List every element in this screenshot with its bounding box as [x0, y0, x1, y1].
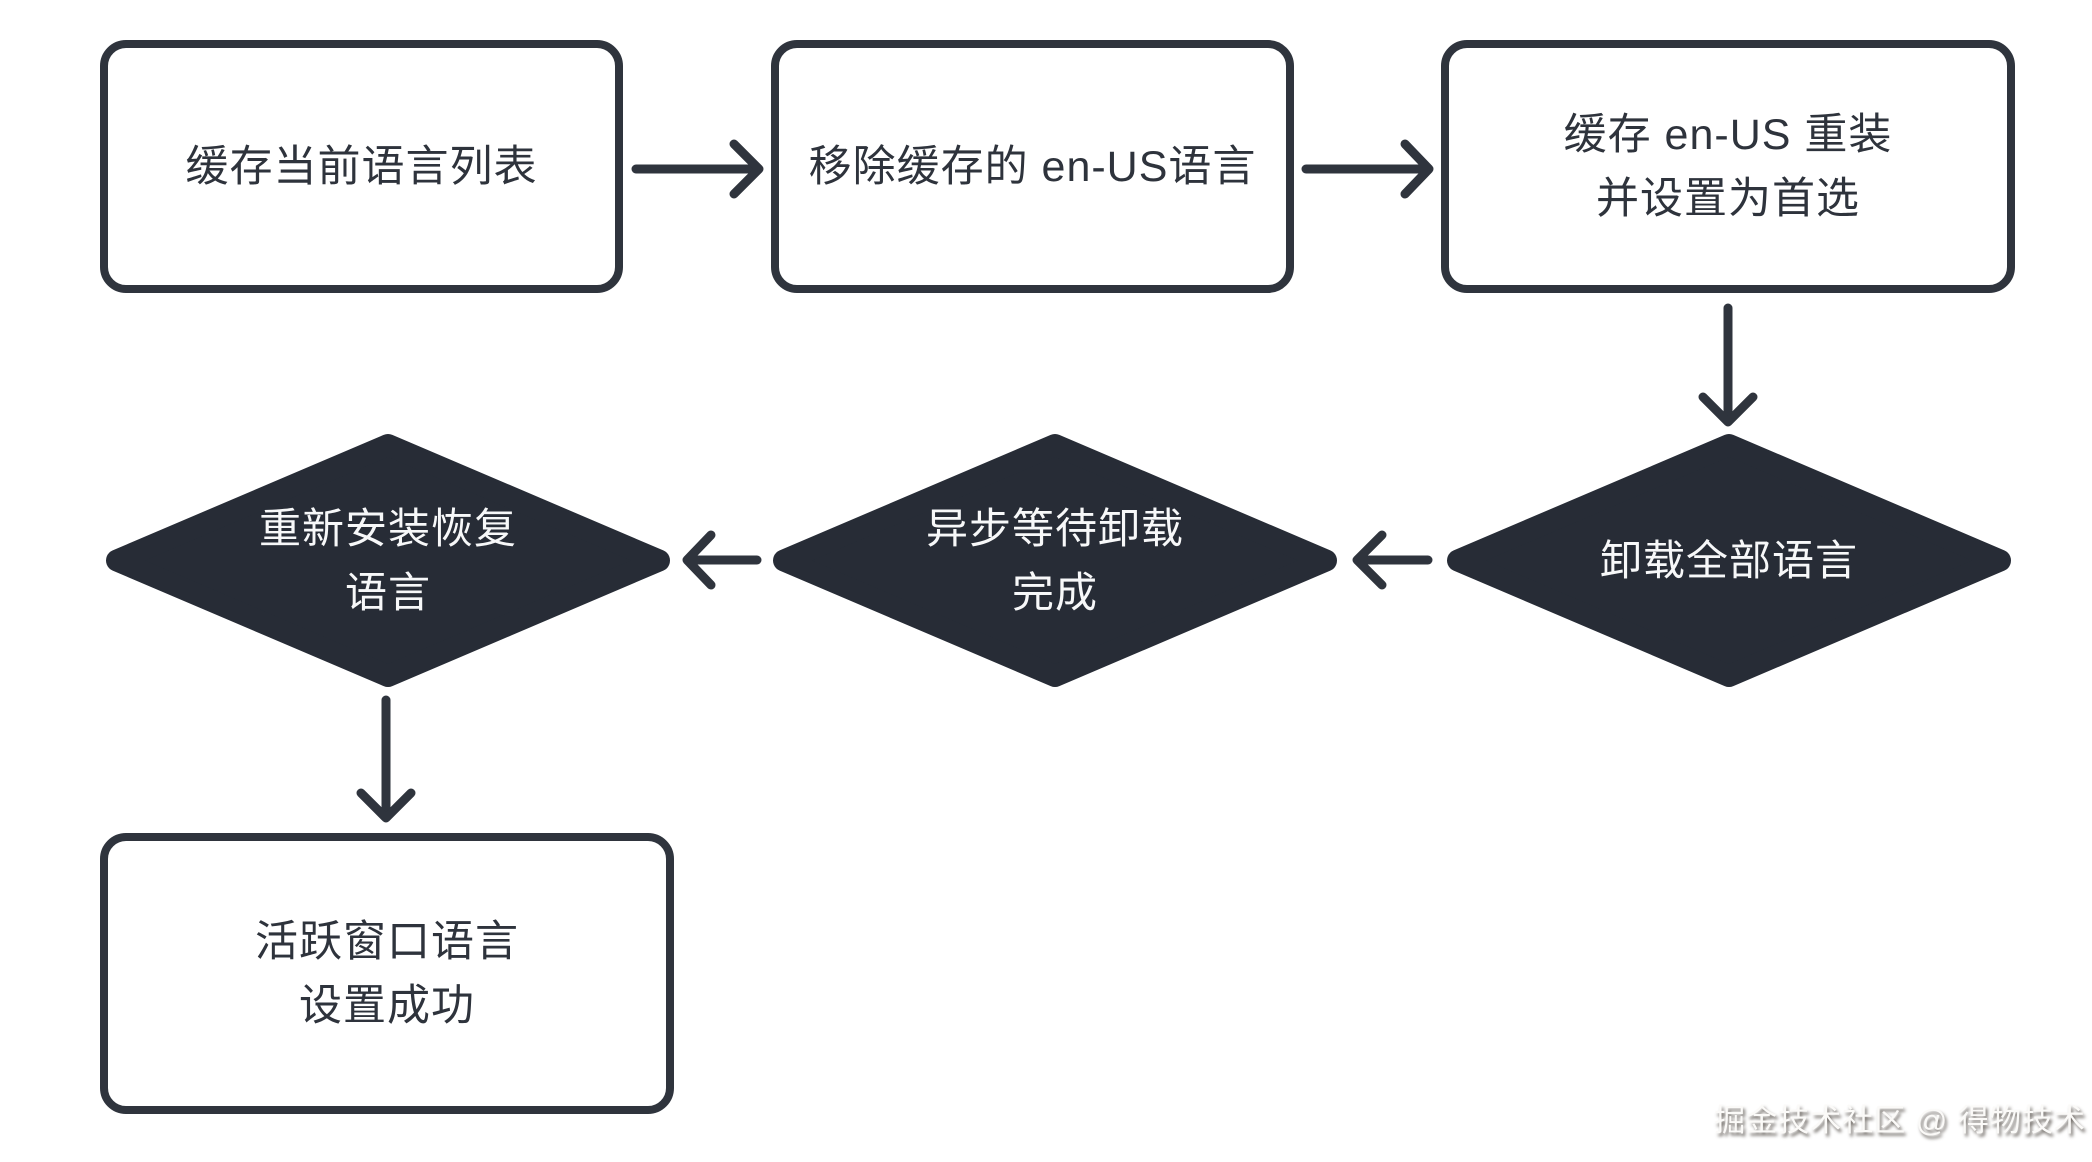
node-label-line-1: 重新安装恢复	[258, 504, 517, 552]
diamond-shape	[1447, 434, 2011, 687]
arrow-remove-enus-to-reinstall-enus	[1301, 139, 1434, 199]
diamond-shape	[773, 434, 1337, 687]
node-label: 缓存当前语言列表	[185, 142, 538, 191]
node-active-window-language-set-success: 活跃窗口语言 设置成功	[100, 833, 674, 1114]
diamond-shape	[106, 434, 670, 687]
node-label-wrap: 异步等待卸载 完成	[772, 433, 1338, 688]
node-cache-en-us-reinstall-set-preferred: 缓存 en-US 重装 并设置为首选	[1441, 40, 2015, 293]
node-reinstall-restore-languages: 重新安装恢复 语言	[105, 433, 671, 688]
node-async-wait-uninstall-complete: 异步等待卸载 完成	[772, 433, 1338, 688]
node-label-line-1: 活跃窗口语言	[255, 917, 519, 966]
node-label-wrap: 重新安装恢复 语言	[105, 433, 671, 688]
node-label-line-1: 异步等待卸载	[925, 504, 1184, 552]
arrow-cache-list-to-remove-enus	[631, 139, 764, 199]
node-label-line-2: 完成	[1011, 568, 1098, 616]
node-uninstall-all-languages: 卸载全部语言	[1446, 433, 2012, 688]
node-label: 移除缓存的 en-US语言	[808, 142, 1257, 191]
node-label: 卸载全部语言	[1599, 536, 1858, 584]
node-label-line-2: 并设置为首选	[1596, 174, 1860, 223]
node-label-line-1: 缓存 en-US 重装	[1563, 110, 1893, 159]
arrow-reinstall-enus-to-uninstall-all	[1698, 303, 1758, 427]
watermark-text: 掘金技术社区 @ 得物技术	[1714, 1103, 2086, 1138]
arrow-reinstall-restore-to-success	[356, 695, 416, 823]
node-label-line-2: 语言	[344, 568, 431, 616]
arrow-async-wait-to-reinstall-restore	[682, 530, 762, 590]
node-label-line-2: 设置成功	[299, 981, 475, 1030]
node-cache-current-language-list: 缓存当前语言列表	[100, 40, 623, 293]
arrow-uninstall-all-to-async-wait	[1352, 530, 1433, 590]
node-label-wrap: 卸载全部语言	[1446, 433, 2012, 688]
node-remove-cached-en-us-language: 移除缓存的 en-US语言	[771, 40, 1294, 293]
